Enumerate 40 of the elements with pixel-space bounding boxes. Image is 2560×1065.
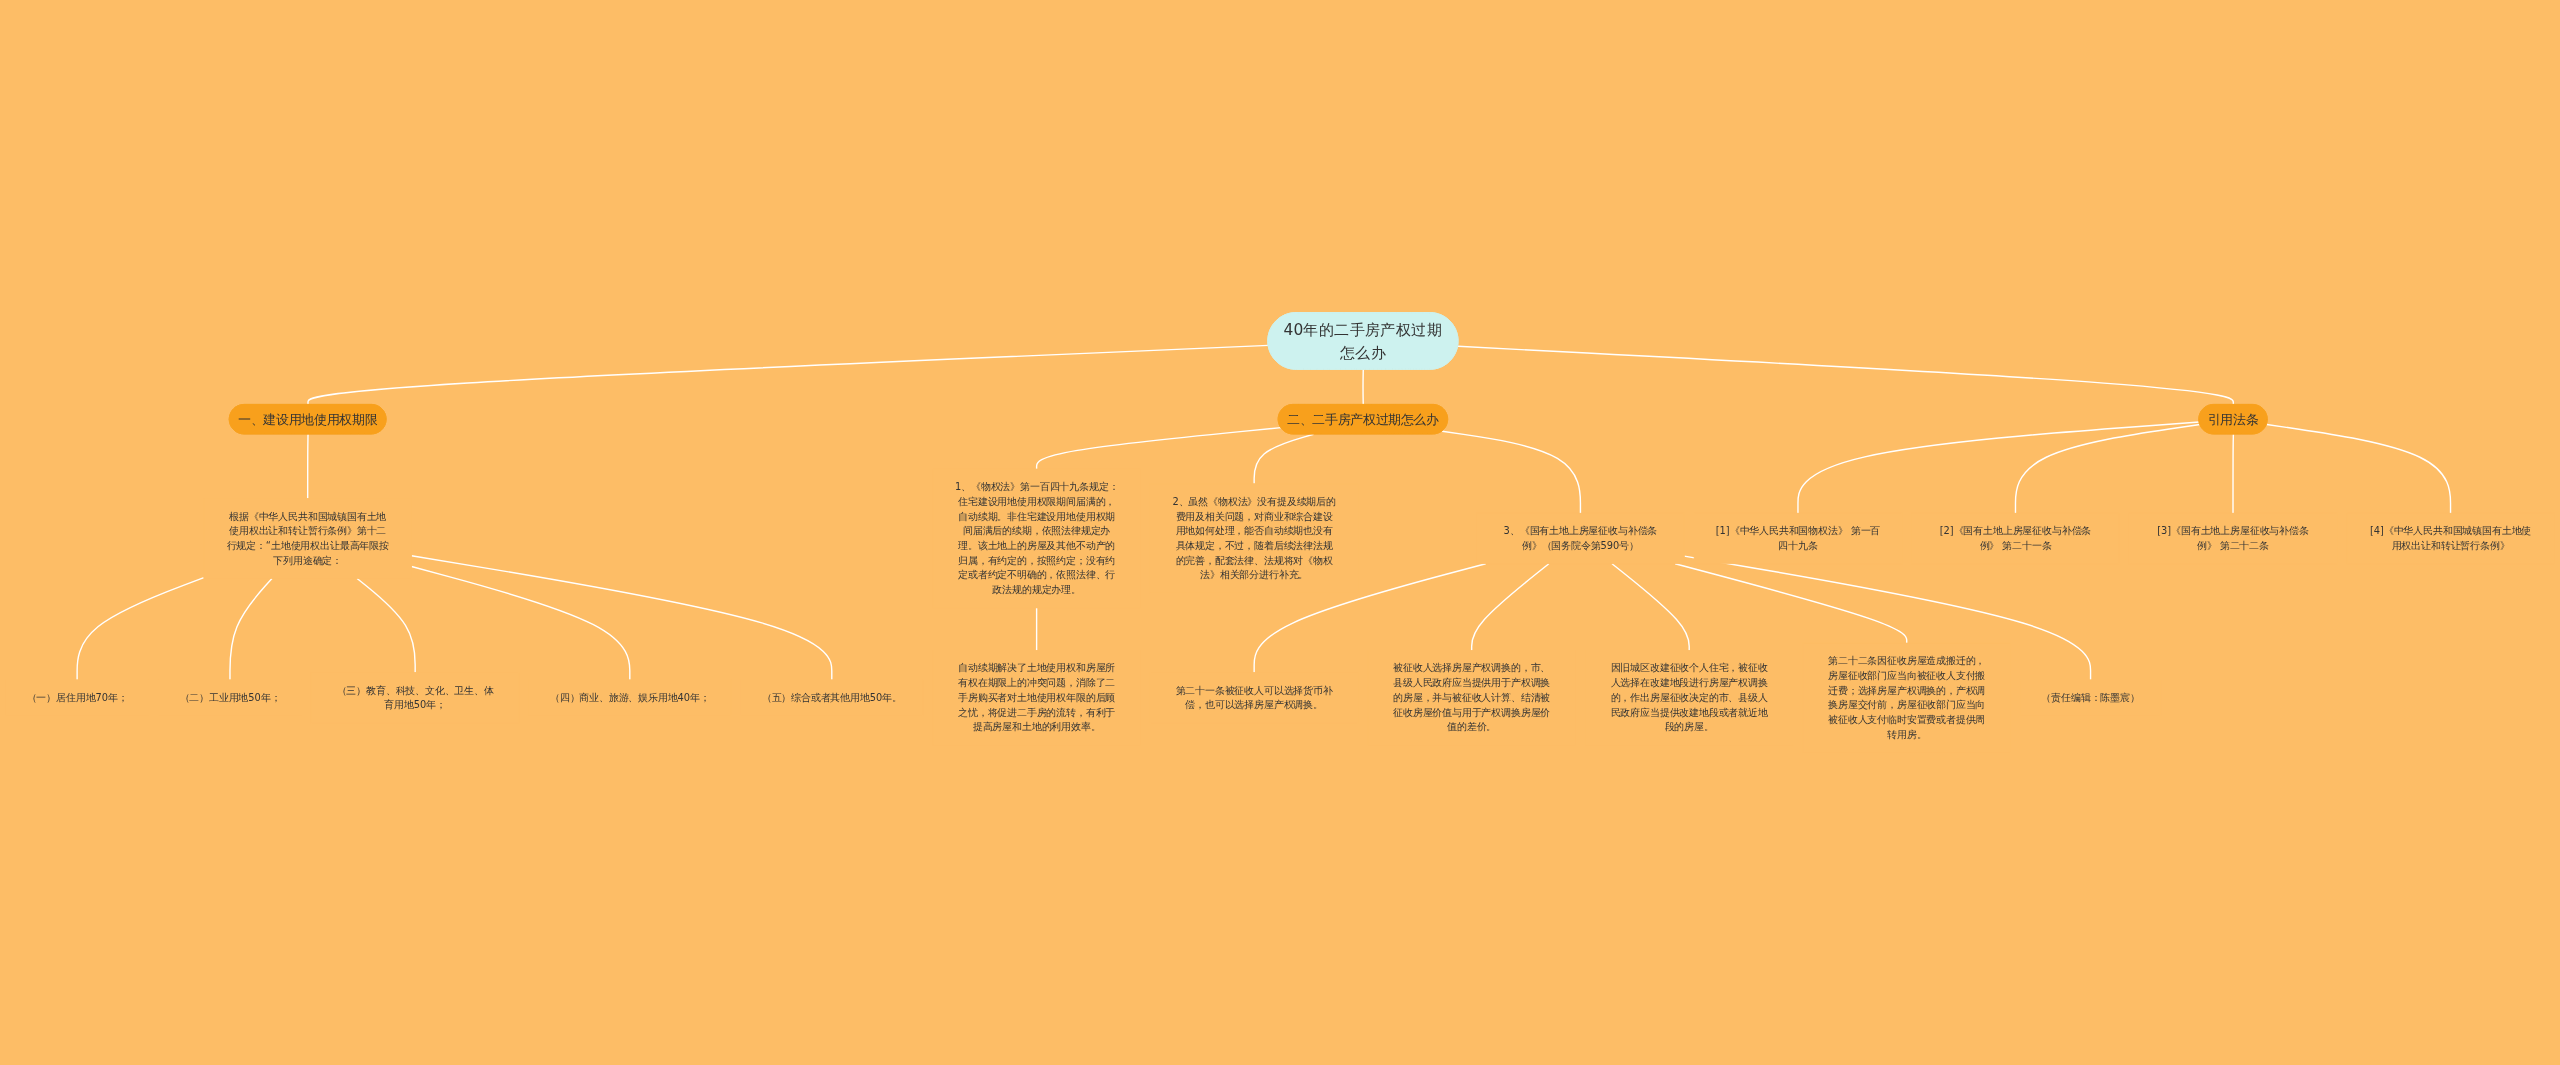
node-text: 第二十一条被征收人可以选择货币补偿，也可以选择房屋产权调换。 bbox=[1175, 684, 1333, 711]
connector bbox=[1035, 426, 1282, 470]
connector bbox=[2232, 433, 2235, 514]
connector bbox=[1470, 563, 1550, 652]
node-text: 3、《国有土地上房屋征收与补偿条例》（国务院令第590号） bbox=[1503, 525, 1658, 552]
node-text: （三）教育、科技、文化、卫生、体育用地50年； bbox=[336, 684, 494, 711]
connector bbox=[1611, 563, 1690, 652]
node-text: 被征收人选择房屋产权调换的，市、县级人民政府应当提供用于产权调换的房屋，并与被征收人计算、结清被征收房屋价值与用于产权调换房屋价值的差价。 bbox=[1393, 662, 1551, 733]
node-text: 2、虽然《物权法》没有提及续期后的费用及相关问题，对商业和综合建设用地如何处理，能否自动续期也没有具体规定，不过，随着后续法律法规的完善，配套法律、法规将对《物权法》相关部分进行补充。 bbox=[1172, 495, 1336, 581]
node-text: （一）居住用地70年； bbox=[26, 691, 128, 704]
connector bbox=[1035, 607, 1038, 652]
connector bbox=[2266, 423, 2452, 514]
connector bbox=[410, 555, 833, 681]
node-text: [4]《中华人民共和国城镇国有土地使用权出让和转让暂行条例》 bbox=[2369, 525, 2532, 552]
node-text: 第二十二条因征收房屋造成搬迁的，房屋征收部门应当向被征收人支付搬迁费；选择房屋产权调换的，产权调换房屋交付前，房屋征收部门应当向被征收人支付临时安置费或者提供周转用房。 bbox=[1828, 654, 1986, 740]
connector bbox=[2014, 423, 2201, 514]
connector bbox=[1362, 369, 1364, 406]
node-text: 自动续期解决了土地使用权和房屋所有权在期限上的冲突问题，消除了二手房购买者对土地使用权年限的后顾之忧，将促进二手房的流转，有利于提高房屋和土地的利用效率。 bbox=[958, 662, 1116, 733]
connector bbox=[1441, 430, 1582, 514]
connector bbox=[229, 577, 273, 681]
node-text: （四）商业、旅游、娱乐用地40年； bbox=[549, 691, 710, 704]
connector bbox=[1253, 433, 1315, 485]
connector bbox=[307, 433, 309, 500]
node-text: [3]《国有土地上房屋征收与补偿条例》 第二十二条 bbox=[2157, 525, 2309, 552]
node-text: 根据《中华人民共和国城镇国有土地使用权出让和转让暂行条例》第十二行规定：“土地使用权出让最高年限按下列用途确定： bbox=[226, 510, 389, 566]
connector bbox=[1797, 421, 2201, 514]
connector bbox=[1683, 555, 2092, 681]
connector bbox=[1253, 563, 1487, 674]
node-text: 1、《物权法》第一百四十九条规定：住宅建设用地使用权限期间届满的，自动续期。非住宅建设用地使用权期间届满后的续期，依照法律规定办理。该土地上的房屋及其他不动产的归属，有约定的，按照约定；没有约定或者约定不明确的，依照法律、行政法规的规定办理。 bbox=[954, 480, 1119, 596]
node-text: （二）工业用地50年； bbox=[179, 691, 281, 704]
connector bbox=[307, 344, 1270, 406]
node-text: 因旧城区改建征收个人住宅，被征收人选择在改建地段进行房屋产权调换的，作出房屋征收决定的市、县级人民政府应当提供改建地段或者就近地段的房屋。 bbox=[1610, 662, 1768, 733]
node-text: [2]《国有土地上房屋征收与补偿条例》 第二十一条 bbox=[1939, 525, 2092, 552]
node-text: （五）综合或者其他用地50年。 bbox=[761, 691, 902, 704]
node-text: （责任编辑：陈墨宸） bbox=[2041, 691, 2140, 704]
connector bbox=[356, 577, 416, 674]
connector bbox=[1457, 345, 2235, 406]
connector bbox=[1674, 563, 1908, 644]
connector bbox=[410, 565, 631, 681]
connector bbox=[76, 576, 205, 681]
